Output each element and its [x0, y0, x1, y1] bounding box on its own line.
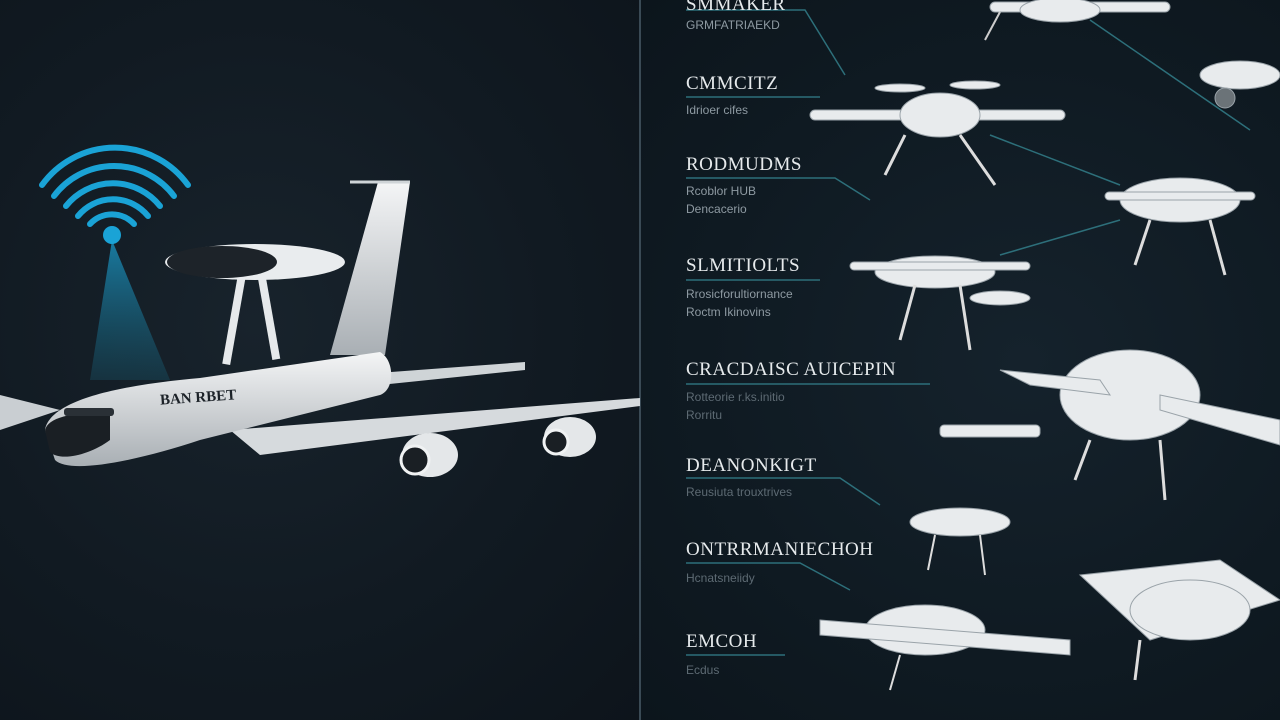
item-title: CMMCITZ [686, 73, 779, 94]
item-line: Rotteorie r.ks.initio [686, 390, 785, 404]
item-line: Reusiuta trouxtrives [686, 485, 793, 499]
item-line: Roctm Ikinovins [686, 305, 771, 319]
item-line: Rorritu [686, 408, 723, 422]
item-title: SMMAKER [686, 0, 786, 15]
item-line: Idrioer cifes [686, 103, 749, 117]
drone-quad-2 [849, 255, 1031, 351]
drone-small-right [1199, 60, 1280, 109]
item-title: RODMUDMS [686, 154, 802, 175]
item-title: DEANONKIGT [686, 455, 817, 476]
drone-wing-bottom-right [1078, 559, 1280, 681]
drone-fixed-wing-bottom [819, 604, 1071, 691]
wifi-signal-icon [39, 144, 191, 380]
item-title: EMCOH [686, 631, 758, 652]
item-6: DEANONKIGT Reusiuta trouxtrives [686, 455, 817, 501]
item-title: CRACDAISC AUICEPIN [686, 359, 897, 380]
item-line: Ecdus [686, 663, 720, 677]
item-line: Dencacerio [686, 202, 747, 216]
panel-divider [639, 0, 641, 720]
item-3: RODMUDMS Rcoblor HUB Dencacerio [686, 154, 802, 218]
drone-tiny [939, 424, 1041, 438]
item-line: Rrosicforultiornance [686, 287, 793, 301]
leader-lines [686, 9, 1251, 656]
drone-quad-top [984, 0, 1171, 41]
item-line: Hcnatsneiidy [686, 571, 755, 585]
awacs-aircraft [0, 180, 640, 477]
item-line: Rcoblor HUB [686, 184, 757, 198]
drones [809, 0, 1280, 691]
item-title: SLMITIOLTS [686, 255, 801, 276]
item-7: ONTRRMANIECHOH Hcnatsneiidy [686, 539, 874, 587]
item-1: SMMAKER GRMFATRIAEKD [686, 0, 786, 34]
item-title: ONTRRMANIECHOH [686, 539, 874, 560]
item-2: CMMCITZ Idrioer cifes [686, 73, 778, 119]
drone-hex [1104, 177, 1256, 276]
drone-compact [909, 507, 1011, 576]
drone-fixed-wing-large [999, 349, 1280, 501]
drone-quad-1 [809, 80, 1066, 186]
item-8: EMCOH Ecdus [686, 631, 757, 679]
item-line: GRMFATRIAEKD [686, 18, 780, 32]
